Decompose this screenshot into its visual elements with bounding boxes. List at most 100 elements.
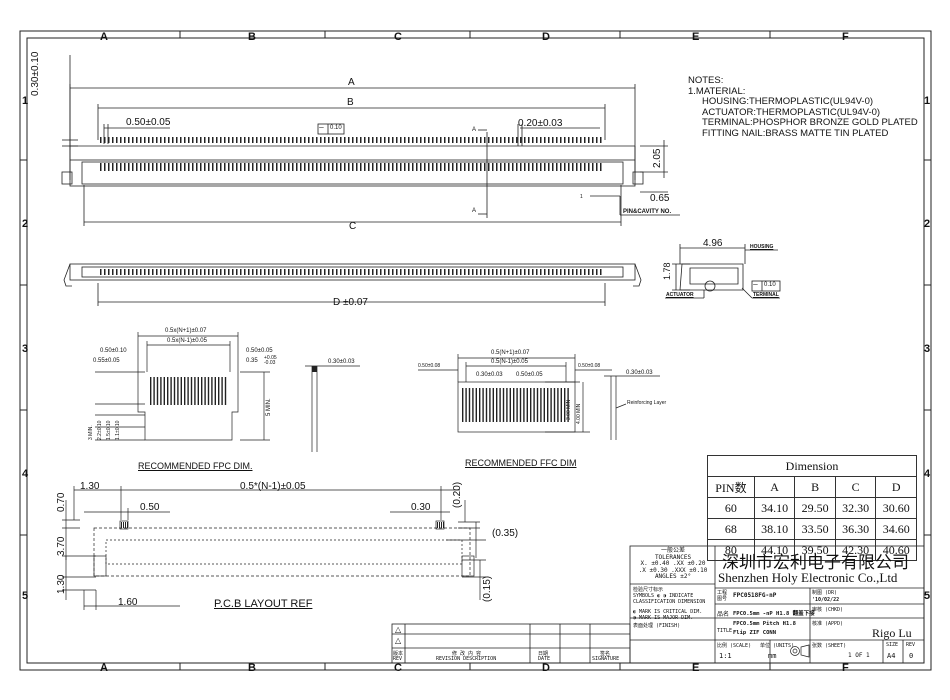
appd-label: 核准 (APPD) [812,621,844,627]
fpc-d5: 0.50±0.05 [246,348,273,354]
offset-dim: 0.65 [650,193,670,204]
housing-label: HOUSING [750,244,774,250]
pcb-d4: 0.50 [140,502,160,513]
company-cn: 深圳市宏利电子有限公司 [722,553,909,572]
zone-bottom-c: C [394,662,402,674]
dim-d-label: D ±0.07 [333,297,368,308]
tol-line3: ANGLES ±2° [654,573,692,580]
table-cell: 42.30 [834,539,877,561]
tol-line2: .X ±0.30 .XXX ±0.10 [638,566,708,574]
pin-width-dim: 0.20±0.03 [518,118,563,129]
pcb-d10: 1.60 [118,597,138,608]
zone-left-1: 1 [22,95,29,107]
notes-terminal: TERMINAL:PHOSPHOR BRONZE GOLD PLATED [702,117,918,128]
dim-b-label: B [347,97,354,108]
fpc-d2: 0.5x(N-1)±0.05 [167,338,207,344]
pcb-d11: (0.15) [482,575,493,602]
table-cell: 44.10 [753,539,796,561]
revision-triangle-icon: △ [395,636,402,645]
ffc-d8: 4.00 MIN [576,403,582,424]
table-cell: 32.30 [834,497,877,519]
units-label: 单位 (UNITS) [760,643,795,649]
side-flatness-value: 0.10 [764,282,776,288]
pcb-d9: 1.30 [56,574,67,594]
class-head: 检验尺寸标示 [633,587,664,593]
projection-icon [790,644,810,658]
tol-title: TOLERANCES [654,553,692,561]
tol-line1: X. ±0.40 .XX ±0.20 [640,560,706,567]
side-width-dim: 4.96 [703,238,723,249]
finish-label: 表面处理 (FINISH) [633,623,681,629]
class-line1: SYMBOLS ◐ ◑ INDICATE [633,593,694,599]
table-row: 80 44.10 39.50 42.30 40.60 [707,539,917,561]
side-height-dim: 1.78 [662,262,672,280]
notes-material: 1.MATERIAL: [688,85,746,97]
rev-label: REV [906,642,916,648]
side-flatness-sym: ⏤ [753,282,758,288]
notes-housing: HOUSING:THERMOPLASTIC(UL94V-0) [702,96,874,107]
zone-left-3: 3 [22,343,29,355]
fpc-d1: 0.5x(N+1)±0.07 [165,328,207,334]
dr-date: '10/02/22 [812,597,840,603]
chkd-label: 审核 (CHKD) [812,607,844,613]
scale-label: 比例 (SCALE) [717,643,752,649]
ffc-title: RECOMMENDED FFC DIM [465,458,577,468]
sheet-label: 张数 (SHEET) [812,643,847,649]
date-col-sub: DATE [538,656,551,662]
fpc-d11: 1.1±0.10 [115,420,121,440]
pcb-d6: (0.20) [452,481,463,508]
fpc-thickness: 0.30±0.03 [328,359,355,365]
size-value: A4 [887,652,896,660]
ffc-d2: 0.5(N-1)±0.05 [491,359,528,365]
dim-header-d: D [875,476,917,498]
name-value: FPC0.5mm -nP H1.8 翻盖下接 [733,611,815,617]
zone-top-b: B [248,31,256,43]
table-cell: 60 [707,497,755,519]
sign-col-head: 签名 [600,651,611,657]
pcb-d8: 3.70 [56,536,67,556]
depth-dim: 2.05 [652,148,663,168]
table-row: 60 34.10 29.50 32.30 30.60 [707,497,917,519]
table-cell: 40.60 [875,539,917,561]
height-tol-dim: 0.30±0.10 [30,51,41,96]
rev-col-sub: REV [393,656,403,662]
zone-right-3: 3 [924,343,931,355]
zone-right-5: 5 [924,590,931,602]
table-cell: 34.60 [875,518,917,540]
fpc-d6-tol: +0.05 -0.03 [264,355,277,366]
fpc-d4: 0.55±0.05 [93,358,120,364]
partno-value: FPC0518FG-nP [733,592,777,599]
table-cell: 80 [707,539,755,561]
pcb-d2: 0.5*(N-1)±0.05 [240,481,306,492]
ffc-d1: 0.5(N+1)±0.07 [491,350,530,356]
size-label: SIZE [886,642,899,648]
top-flatness-value: 0.10 [330,125,342,131]
ffc-d4: 0.50±0.05 [516,372,543,378]
title-label: TITLE [717,628,733,634]
ffc-d3: 0.30±0.03 [476,372,503,378]
dimension-table-title: Dimension [707,455,917,477]
notes-block: NOTES: 1.MATERIAL: HOUSING:THERMOPLASTIC… [688,75,918,139]
zone-bottom-e: E [692,662,700,674]
pcb-title: P.C.B LAYOUT REF [214,598,313,610]
zone-bottom-a: A [100,662,108,674]
zone-top-a: A [100,31,108,43]
zone-top-e: E [692,31,700,43]
dimension-table: Dimension PIN数 A B C D 60 34.10 29.50 32… [707,455,917,561]
classification-block: 检验尺寸标示 SYMBOLS ◐ ◑ INDICATE CLASSIFICATI… [633,587,715,629]
crit-mark: ◐ MARK IS CRITICAL DIM. [633,609,703,615]
ffc-d7: 3.00 MIN [566,399,572,420]
top-flatness-sym: ⏤ [319,125,324,131]
pin-cavity-label: PIN&CAVITY NO. [623,209,672,215]
dim-header-b: B [794,476,836,498]
top-pin-row [100,137,604,171]
pcb-d1: 1.30 [80,481,100,492]
name-label: 品名 [717,611,730,618]
pcb-d5: 0.30 [411,502,431,513]
zone-top-d: D [542,31,550,43]
fpc-title: RECOMMENDED FPC DIM. [138,461,253,471]
notes-actuator: ACTUATOR:THERMOPLASTIC(UL94V-0) [702,106,881,118]
dim-header-c: C [834,476,877,498]
table-cell: 30.60 [875,497,917,519]
sheet-value: 1 OF 1 [848,652,870,659]
